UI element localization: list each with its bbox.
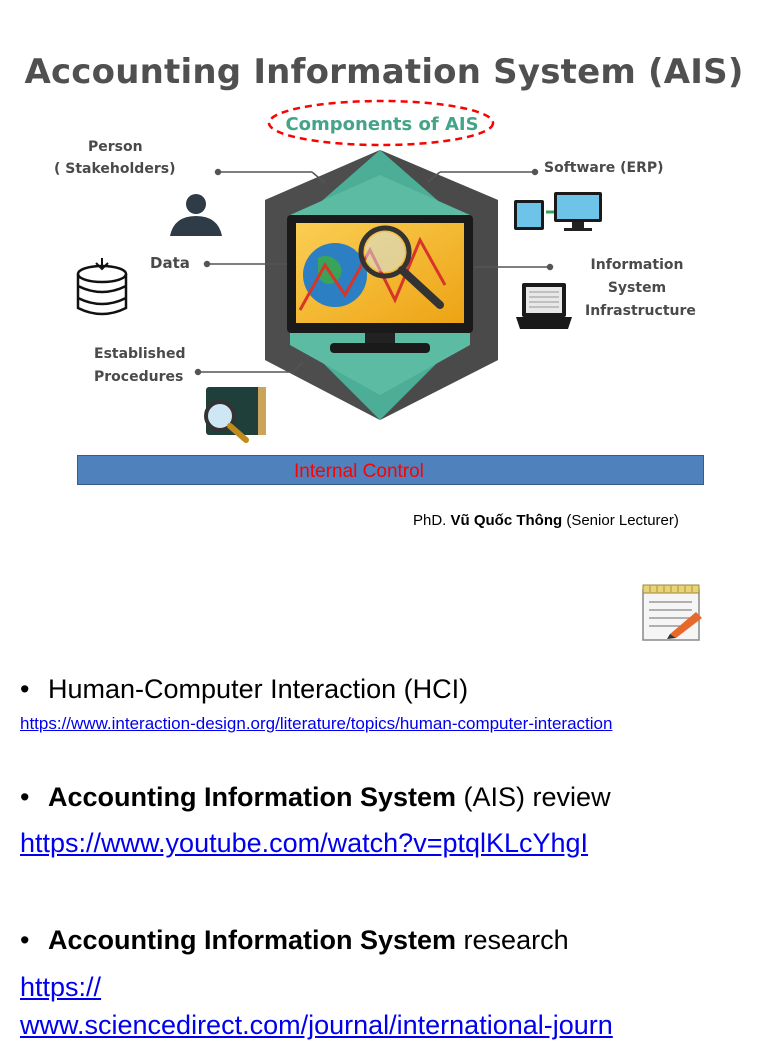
components-ellipse	[267, 99, 495, 147]
label-stakeholders: ( Stakeholders)	[54, 161, 176, 177]
label-infra-3: Infrastructure	[585, 303, 696, 319]
connector-lines	[194, 168, 554, 376]
database-icon	[76, 258, 128, 316]
bullet-hci-text: Human-Computer Interaction (HCI)	[48, 674, 469, 704]
bullet-hci: • Human-Computer Interaction (HCI)	[20, 672, 468, 706]
credit-suffix: (Senior Lecturer)	[562, 512, 679, 529]
internal-control-label: Internal Control	[294, 461, 424, 482]
slide-title: Accounting Information System (AIS)	[24, 52, 744, 92]
person-icon	[170, 194, 222, 236]
credit-name: Vũ Quốc Thông	[450, 512, 563, 529]
bullet-dot: •	[20, 782, 30, 812]
components-label: Components of AIS	[285, 114, 479, 135]
notepad-icon[interactable]	[640, 582, 704, 644]
label-procedures-1: Established	[94, 346, 186, 362]
bullet-ais-review-text: (AIS) review	[456, 782, 611, 812]
software-icon	[514, 192, 602, 231]
link-youtube[interactable]: https://www.youtube.com/watch?v=ptqlKLcY…	[20, 828, 589, 858]
author-credit: PhD. Vũ Quốc Thông (Senior Lecturer)	[413, 512, 679, 529]
label-person: Person	[88, 139, 143, 155]
internal-control-bar: Internal Control	[77, 455, 704, 485]
bullet-dot: •	[20, 674, 30, 704]
label-data: Data	[150, 254, 190, 272]
label-infra-2: System	[607, 280, 667, 296]
bullet-ais-research-bold: Accounting Information System	[48, 925, 457, 955]
procedures-icon	[204, 387, 266, 443]
bullet-ais-review: • Accounting Information System (AIS) rev…	[20, 780, 611, 814]
bullet-ais-research: • Accounting Information System research	[20, 923, 569, 957]
link-sciencedirect-1[interactable]: https://	[20, 972, 102, 1002]
bullet-ais-review-bold: Accounting Information System	[48, 782, 457, 812]
ais-diagram	[76, 99, 602, 443]
link-hci[interactable]: https://www.interaction-design.org/liter…	[20, 714, 613, 733]
laptop-icon	[516, 283, 572, 329]
label-infra-1: Information	[590, 257, 684, 273]
bullet-dot: •	[20, 925, 30, 955]
link-sciencedirect-2[interactable]: www.sciencedirect.com/journal/internatio…	[20, 1010, 613, 1040]
label-software: Software (ERP)	[544, 160, 664, 176]
label-procedures-2: Procedures	[94, 369, 184, 385]
bullet-ais-research-text: research	[456, 925, 569, 955]
credit-prefix: PhD.	[413, 512, 451, 529]
monitor-icon	[287, 215, 473, 353]
